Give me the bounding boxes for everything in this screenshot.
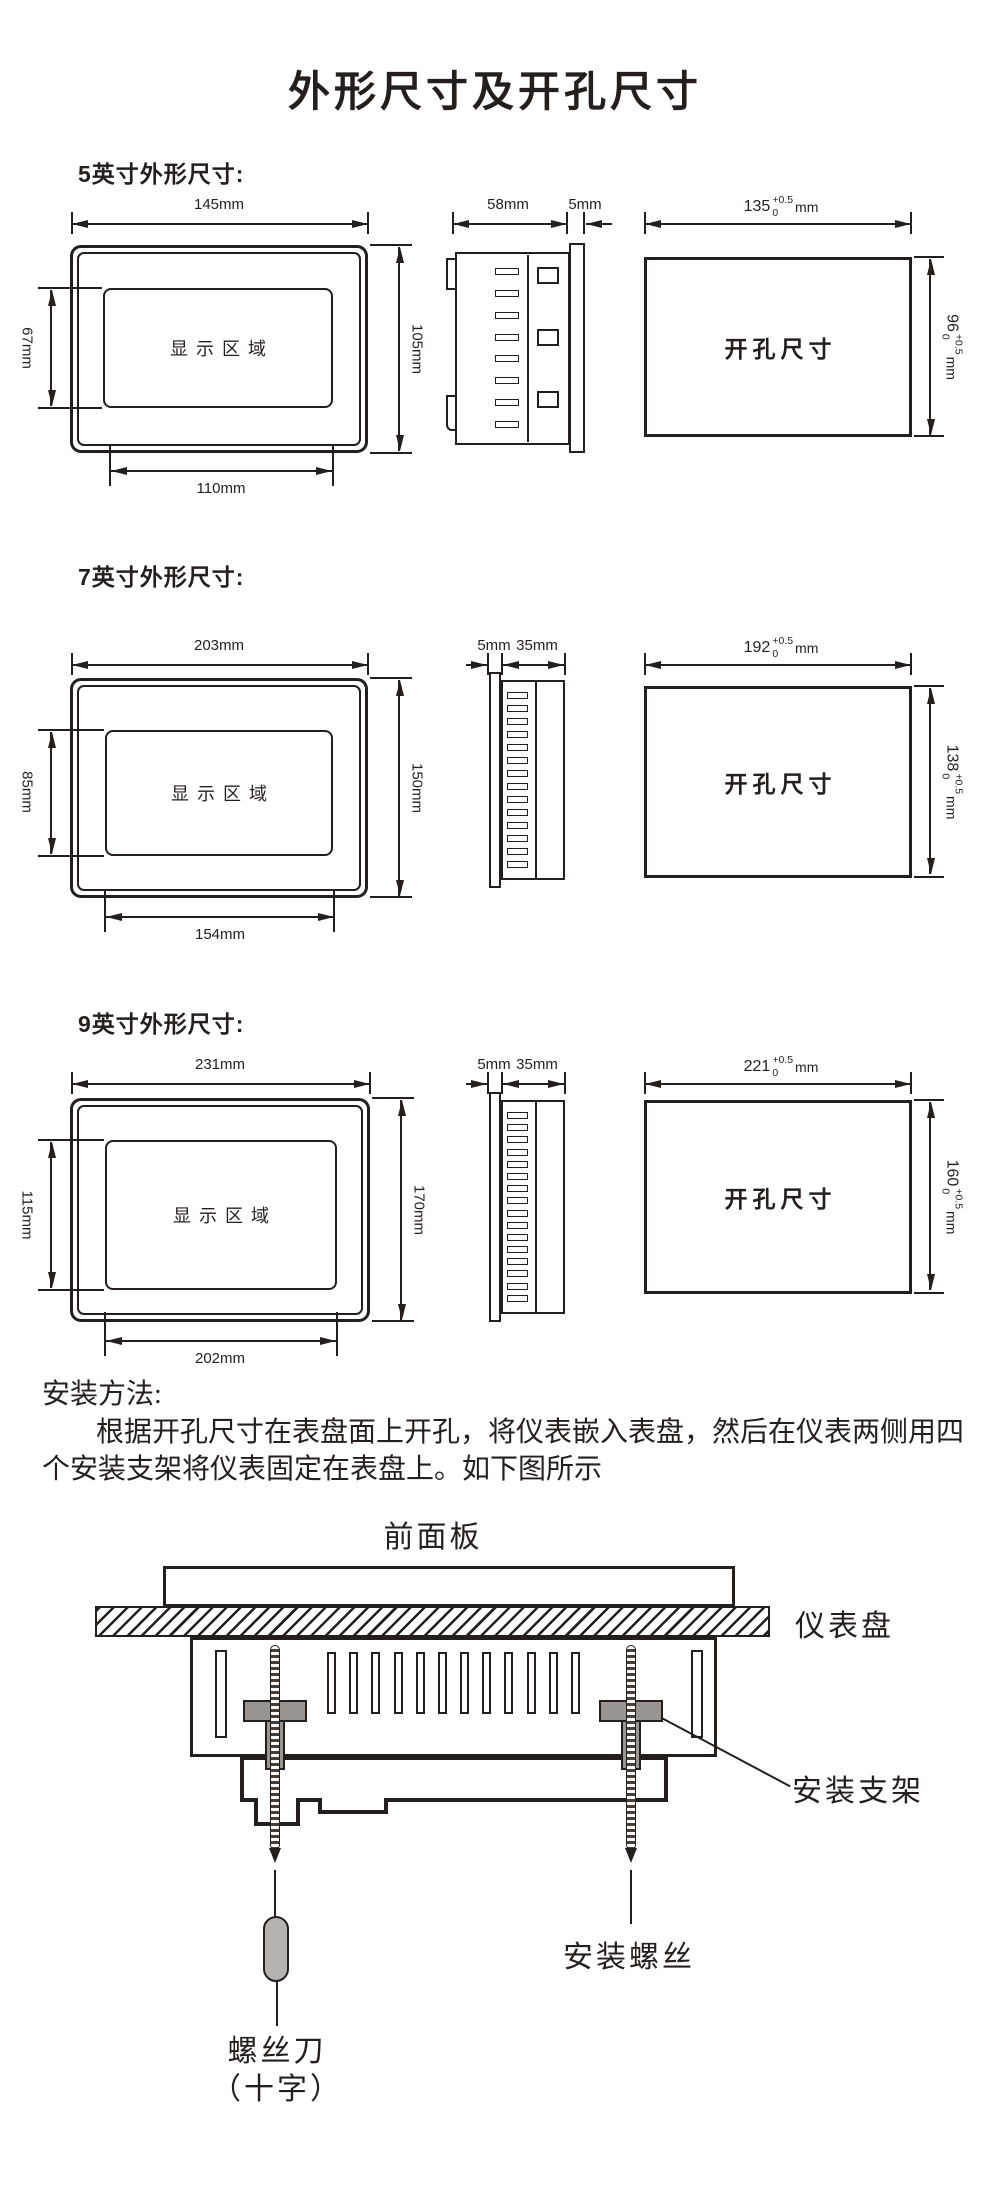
side-divider — [527, 255, 529, 442]
cutout-label: 开孔尺寸 — [724, 337, 837, 362]
dim-label: 35mm — [516, 637, 558, 654]
dim-label: 5mm — [568, 196, 602, 213]
terminal-slot-column — [507, 692, 528, 868]
screwdriver-type-label: （十字） — [211, 2073, 343, 2106]
dim-label: 231mm — [194, 1056, 246, 1073]
section-heading-7inch: 7英寸外形尺寸: — [78, 564, 245, 590]
cutout-view-7in: 开孔尺寸 — [644, 686, 912, 878]
side-bezel — [489, 1092, 501, 1322]
dim-label: 145mm — [193, 196, 245, 213]
page-title: 外形尺寸及开孔尺寸 — [287, 68, 703, 115]
front-panel — [163, 1566, 735, 1607]
screw-leader-line — [630, 1870, 632, 1924]
screwdriver-blade — [263, 1916, 289, 1982]
dim-label: 203mm — [193, 637, 245, 654]
side-notch-top — [446, 258, 457, 290]
mounting-screw-right-tip — [625, 1848, 637, 1863]
mounting-bracket-label: 安装支架 — [792, 1775, 924, 1808]
dim-label: 5mm — [477, 637, 511, 654]
cutout-label: 开孔尺寸 — [724, 772, 837, 797]
install-paragraph-line1: 根据开孔尺寸在表盘面上开孔，将仪表嵌入表盘，然后在仪表两侧用四 — [96, 1417, 965, 1448]
dim-label: 150mm — [408, 762, 426, 814]
dim-label: 85mm — [18, 771, 36, 813]
screwdriver-line-top — [274, 1870, 276, 1916]
dim-label: 170mm — [410, 1184, 428, 1236]
section-heading-5inch: 5英寸外形尺寸: — [78, 161, 245, 187]
display-area-7in: 显示区域 — [105, 730, 333, 856]
install-heading: 安装方法: — [42, 1379, 162, 1410]
vent-slot-left — [215, 1650, 227, 1738]
cutout-view-5in: 开孔尺寸 — [644, 257, 912, 437]
side-divider — [535, 1102, 537, 1312]
screwdriver-label: 螺丝刀 — [227, 2035, 327, 2068]
dim-label: 115mm — [18, 1190, 36, 1240]
dim-label: 35mm — [516, 1056, 558, 1073]
side-divider — [535, 682, 537, 878]
dim-label: 105mm — [408, 323, 426, 375]
side-body — [455, 252, 570, 445]
cutout-label: 开孔尺寸 — [724, 1187, 837, 1212]
dim-label: 202mm — [194, 1350, 246, 1367]
terminal-slot-column — [507, 1112, 528, 1302]
side-bezel — [489, 672, 501, 888]
mounting-screw-label: 安装螺丝 — [563, 1941, 695, 1974]
dim-label: 5mm — [477, 1056, 511, 1073]
mounting-screw-left — [270, 1645, 280, 1850]
side-bezel — [569, 243, 585, 453]
instrument-panel-label: 仪表盘 — [795, 1610, 894, 1643]
dim-label: 58mm — [487, 196, 529, 213]
side-body — [501, 1100, 565, 1314]
terminal-slot-column — [495, 268, 519, 428]
back-cover — [240, 1756, 668, 1802]
display-area-9in: 显示区域 — [105, 1140, 337, 1290]
front-panel-label: 前面板 — [383, 1521, 483, 1554]
mounting-screw-right — [626, 1645, 636, 1850]
section-heading-9inch: 9英寸外形尺寸: — [78, 1011, 245, 1037]
display-area-label: 显示区域 — [171, 784, 275, 804]
display-area-5in: 显示区域 — [103, 288, 333, 408]
screwdriver-line-bottom — [276, 1982, 278, 2026]
side-notch-bottom — [446, 395, 457, 431]
vent-slot-right — [691, 1650, 703, 1738]
vent-slot-row — [327, 1652, 580, 1714]
display-area-label: 显示区域 — [170, 339, 274, 359]
side-body — [501, 680, 565, 880]
install-paragraph-line2: 个安装支架将仪表固定在表盘上。如下图所示 — [42, 1454, 603, 1485]
back-cover-step — [318, 1798, 388, 1814]
dim-label: 154mm — [194, 926, 246, 943]
instrument-panel-hatch — [95, 1606, 770, 1637]
display-area-label: 显示区域 — [173, 1206, 277, 1226]
dim-label: 67mm — [18, 327, 36, 369]
dim-label: 110mm — [196, 480, 246, 497]
connector-square-column — [537, 267, 559, 408]
mounting-screw-left-tip — [269, 1848, 281, 1863]
cutout-view-9in: 开孔尺寸 — [644, 1100, 912, 1294]
